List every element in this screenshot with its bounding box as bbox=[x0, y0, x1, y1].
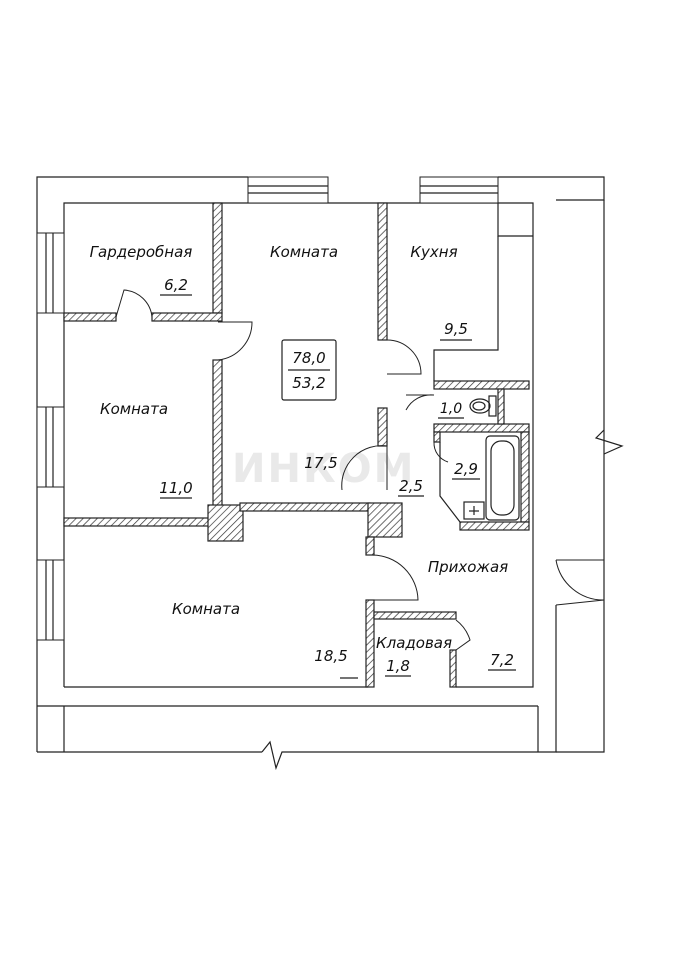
living-area: 53,2 bbox=[292, 374, 325, 392]
room-top-name: Комната bbox=[270, 243, 338, 261]
bathtub-icon bbox=[463, 435, 520, 521]
hall-area: 7,2 bbox=[490, 651, 514, 669]
wardrobe-name: Гардеробная bbox=[90, 243, 193, 261]
watermark: ИНКОМ bbox=[232, 446, 415, 492]
room-left-area: 11,0 bbox=[159, 479, 192, 497]
walls bbox=[63, 202, 530, 688]
area-summary bbox=[281, 339, 337, 401]
corridor-area: 2,5 bbox=[399, 477, 423, 495]
room-bottom-name: Комната bbox=[172, 600, 240, 618]
kitchen-outline bbox=[433, 203, 533, 523]
doors bbox=[115, 289, 605, 679]
kitchen-name: Кухня bbox=[410, 243, 457, 261]
wc-area: 1,0 bbox=[440, 401, 462, 417]
room-top-area: 17,5 bbox=[304, 454, 337, 472]
room-bottom-area: 18,5 bbox=[314, 647, 347, 665]
pantry-name: Кладовая bbox=[376, 634, 452, 652]
pantry-area: 1,8 bbox=[386, 657, 410, 675]
room-outline bbox=[63, 202, 534, 688]
kitchen-area: 9,5 bbox=[444, 320, 468, 338]
windows bbox=[36, 176, 499, 641]
hall-name: Прихожая bbox=[428, 558, 508, 576]
toilet-icon bbox=[469, 395, 497, 417]
room-left-name: Комната bbox=[100, 400, 168, 418]
wardrobe-area: 6,2 bbox=[164, 276, 188, 294]
bath-area: 2,9 bbox=[454, 460, 478, 478]
total-area: 78,0 bbox=[292, 349, 325, 367]
